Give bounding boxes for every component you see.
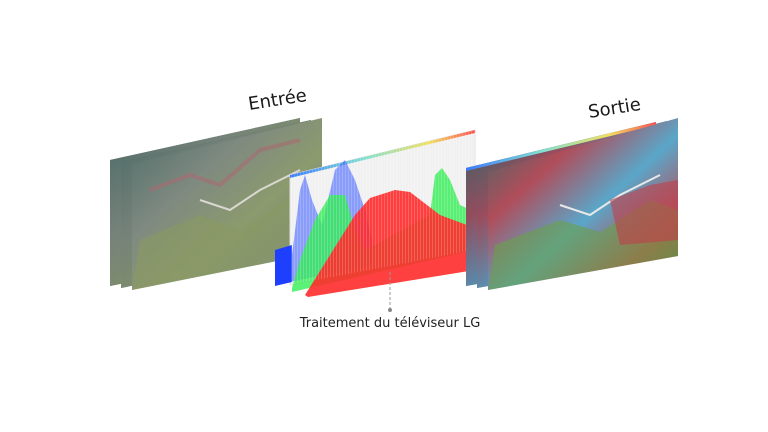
leader-dot	[388, 308, 392, 312]
output-frame-stack	[466, 118, 678, 290]
processing-caption: Traitement du téléviseur LG	[299, 316, 481, 331]
input-frame-stack	[110, 118, 322, 290]
histogram-panel	[275, 129, 476, 297]
